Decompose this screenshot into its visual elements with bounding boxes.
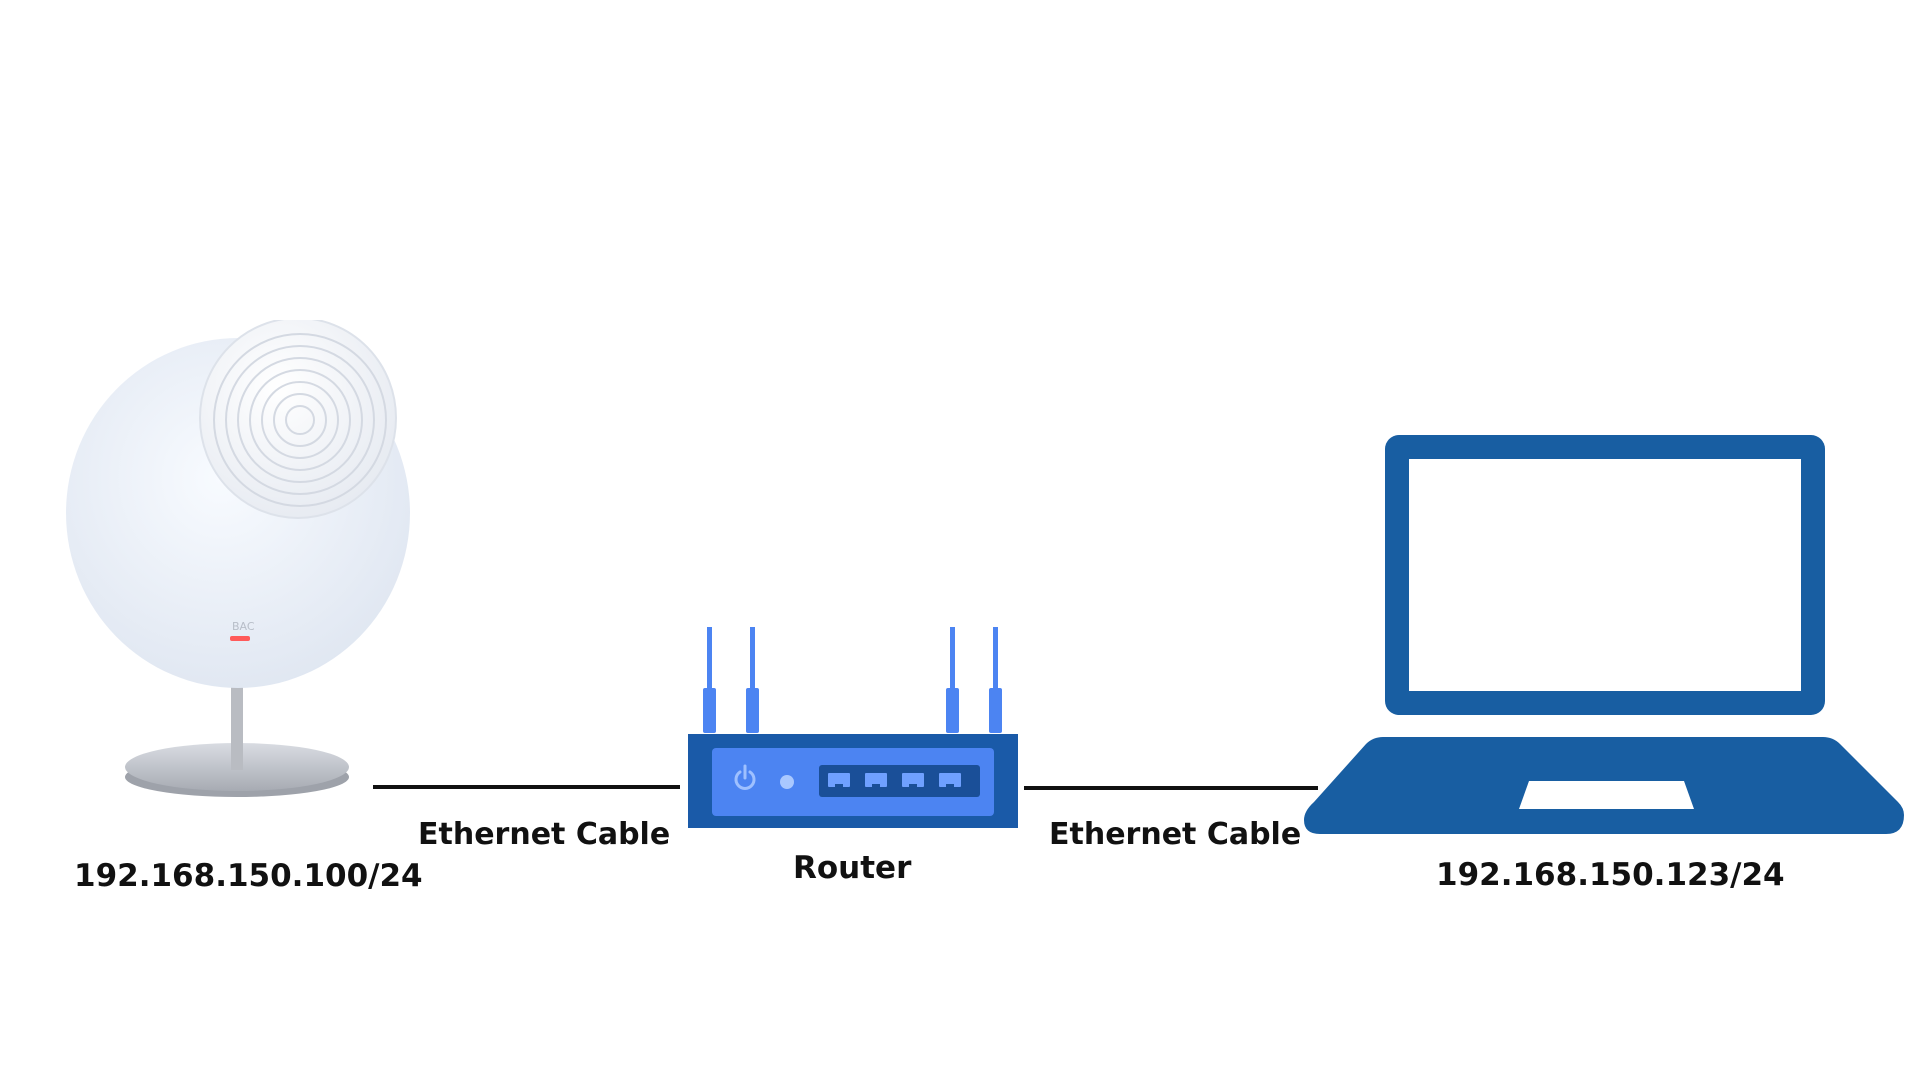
antenna-led — [230, 636, 250, 641]
ethernet-port-icon — [828, 773, 961, 788]
antenna-illustration: BAC — [66, 320, 410, 797]
status-led-icon — [780, 775, 794, 789]
laptop-trackpad — [1519, 781, 1694, 809]
port-strip — [819, 765, 980, 797]
ethernet-cable-right — [1024, 786, 1318, 790]
router-device — [685, 620, 1025, 830]
antenna-brand-mark: BAC — [232, 620, 255, 633]
antenna-ip-label: 192.168.150.100/24 — [74, 858, 423, 894]
laptop-ip-label: 192.168.150.123/24 — [1436, 857, 1785, 893]
router-label: Router — [793, 850, 912, 886]
router-antennas — [703, 627, 1002, 733]
laptop-screen — [1409, 459, 1801, 691]
laptop-illustration — [1304, 435, 1904, 834]
power-icon — [734, 764, 756, 790]
antenna-device: BAC — [60, 320, 420, 820]
ethernet-cable-left — [373, 785, 680, 789]
laptop-device — [1300, 430, 1910, 840]
router-illustration — [688, 627, 1018, 828]
antenna-dish — [199, 320, 397, 519]
ethernet-cable-right-label: Ethernet Cable — [1049, 817, 1302, 852]
antenna-stem — [231, 670, 243, 770]
ethernet-cable-left-label: Ethernet Cable — [418, 817, 671, 852]
